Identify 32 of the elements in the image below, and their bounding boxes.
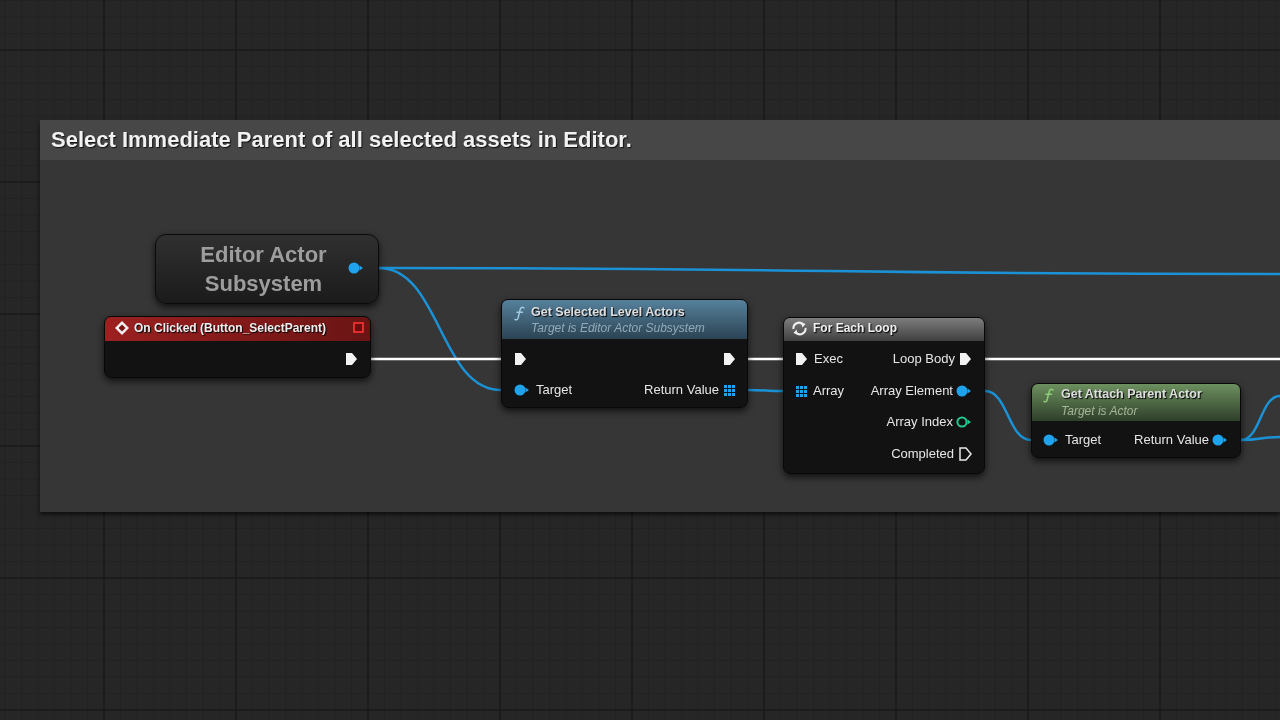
wire	[748, 388, 783, 393]
wire	[1241, 435, 1280, 442]
node-subtitle: Target is Actor	[1061, 403, 1138, 419]
wire	[378, 266, 502, 392]
function-node	[501, 299, 748, 408]
wire	[985, 357, 1280, 361]
comment-title: Select Immediate Parent of all selected assets in Editor.	[51, 126, 632, 154]
pin-label: Array Index	[886, 414, 953, 430]
pin-label: Return Value	[1134, 432, 1209, 448]
function-node	[1031, 383, 1241, 458]
node-title: Get Attach Parent Actor	[1061, 386, 1202, 402]
comment-box	[40, 120, 1280, 512]
pin-label: Array Element	[870, 383, 953, 399]
wire	[748, 357, 783, 361]
pin-label: Target	[1065, 432, 1102, 448]
node-title: For Each Loop	[813, 320, 897, 336]
wire	[984, 389, 1032, 442]
event-node	[104, 316, 371, 378]
wire	[371, 357, 501, 361]
node-title: Get Selected Level Actors	[531, 304, 685, 320]
node-title: On Clicked (Button_SelectParent)	[134, 320, 327, 336]
wire	[1240, 394, 1280, 442]
getter-node	[155, 234, 379, 304]
pin-label: Loop Body	[892, 351, 955, 367]
pin-label: Return Value	[644, 382, 719, 398]
pin-label: Completed	[891, 446, 954, 462]
loop-node	[783, 317, 985, 474]
pin-label: Target	[536, 382, 573, 398]
node-title: Editor Actor Subsystem	[199, 240, 328, 298]
pin-label: Exec	[814, 351, 843, 367]
node-subtitle: Target is Editor Actor Subsystem	[531, 320, 705, 336]
pin-label: Array	[813, 383, 845, 399]
